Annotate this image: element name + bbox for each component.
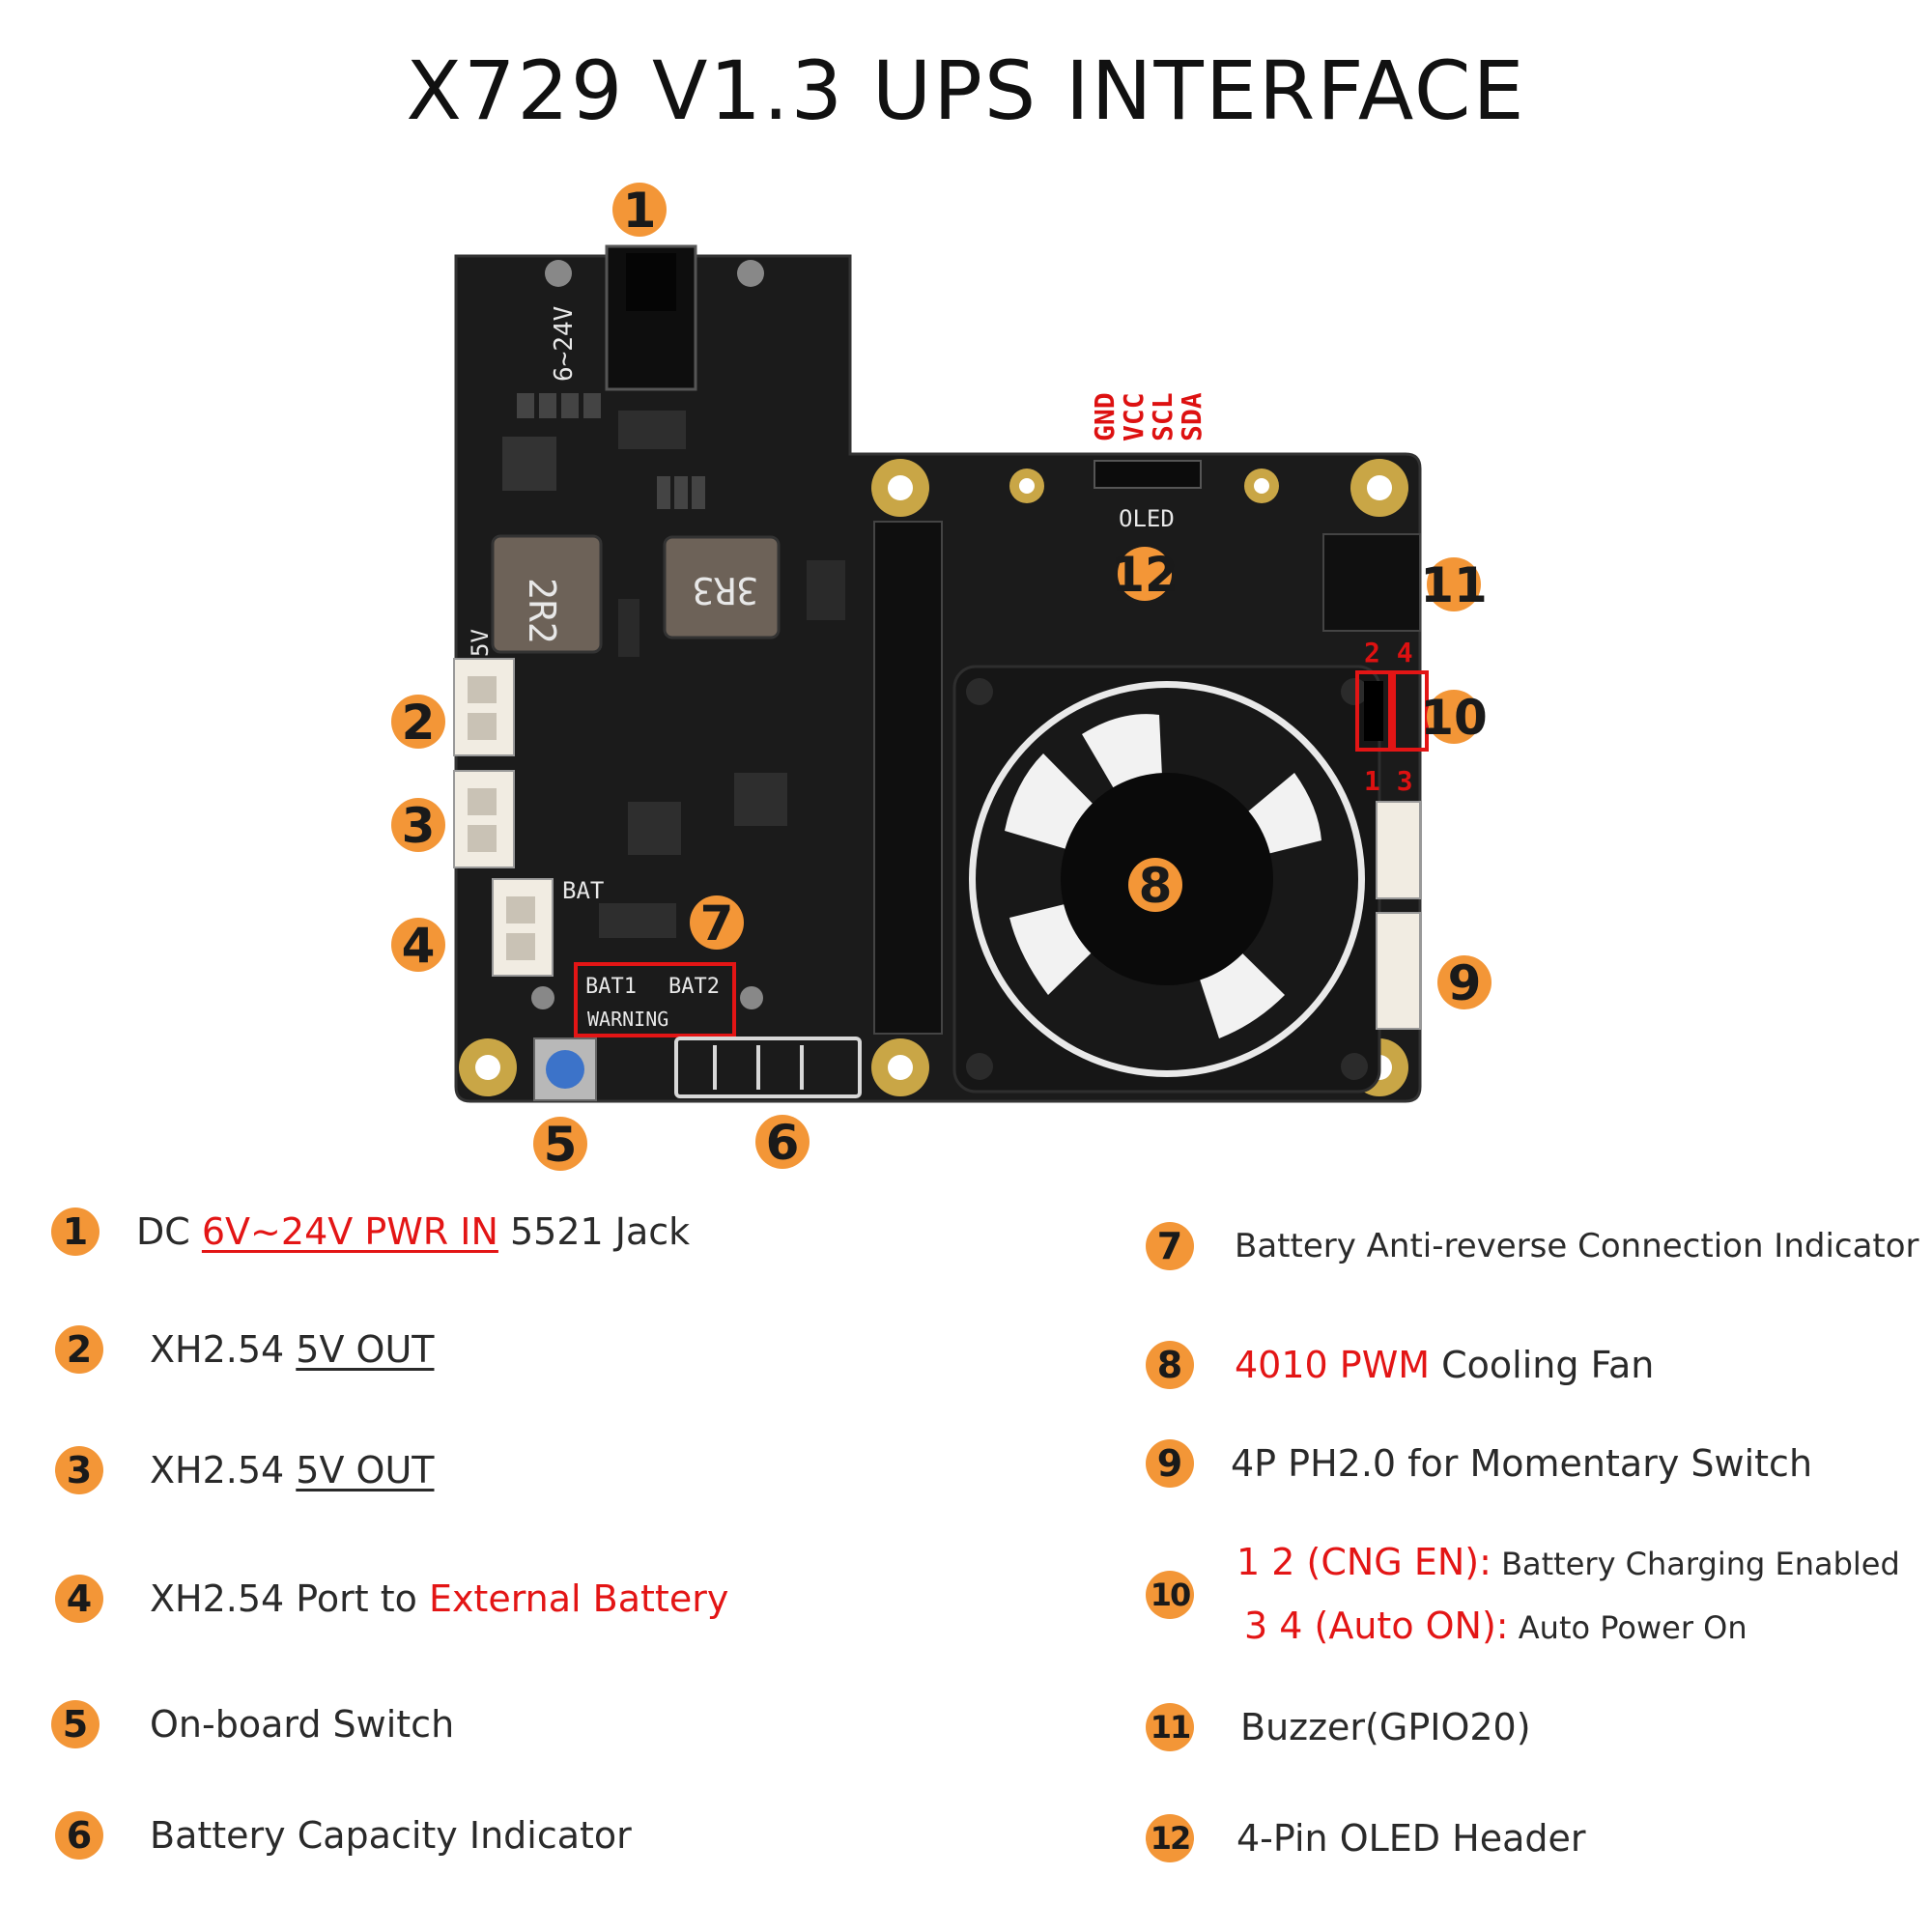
svg-text:10: 10: [1420, 690, 1488, 746]
svg-text:BAT2: BAT2: [668, 975, 720, 999]
legend-item-11: 11 Buzzer(GPIO20): [1146, 1703, 1531, 1751]
xh-connector-battery: [492, 878, 554, 977]
legend-item-10: 10 1 2 (CNG EN): Battery Charging Enable…: [1146, 1531, 1900, 1659]
svg-text:BAT1: BAT1: [585, 975, 637, 999]
xh-connector-5v-1: [453, 658, 515, 756]
svg-text:12: 12: [1111, 547, 1179, 603]
gpio-header: [873, 521, 943, 1035]
led-indicator: [674, 1037, 862, 1098]
callout-7: 7: [690, 895, 744, 952]
legend-badge-9: 9: [1146, 1439, 1194, 1488]
callout-5: 5: [533, 1117, 587, 1173]
xh-connector-5v-2: [453, 770, 515, 868]
callout-4: 4: [391, 918, 445, 974]
legend-badge-3: 3: [55, 1446, 103, 1494]
svg-text:7: 7: [700, 895, 734, 952]
legend-badge-1: 1: [51, 1208, 99, 1256]
svg-text:1 3: 1 3: [1364, 765, 1413, 797]
bat-warning-box: BAT1 BAT2 WARNING: [574, 962, 736, 1037]
smd-components: [502, 393, 845, 938]
vin-silk: 6~24V: [550, 306, 579, 382]
svg-text:4: 4: [402, 918, 436, 974]
inductor-2r2: 2R2: [491, 534, 603, 654]
legend-item-7: 7 Battery Anti-reverse Connection Indica…: [1146, 1222, 1919, 1270]
legend-badge-7: 7: [1146, 1222, 1194, 1270]
legend-badge-10: 10: [1146, 1571, 1194, 1619]
onboard-switch: [533, 1037, 597, 1101]
legend-badge-8: 8: [1146, 1341, 1194, 1389]
oled-pin-labels: GND VCC SCL SDA: [1089, 392, 1208, 441]
callout-2: 2: [391, 695, 445, 751]
svg-text:5: 5: [544, 1117, 578, 1173]
board-diagram: 6~24V 2R2 3R3 5V BAT BAT: [391, 183, 1492, 1173]
jumper-block: 2 4 1 3: [1355, 637, 1429, 797]
oled-header: OLED: [1094, 460, 1202, 532]
legend-item-3: 3 XH2.54 5V OUT: [55, 1446, 434, 1494]
callout-3: 3: [391, 798, 445, 854]
svg-text:8: 8: [1139, 858, 1173, 914]
callout-8: 8: [1128, 858, 1182, 914]
buzzer: [1322, 533, 1421, 632]
svg-text:2R2: 2R2: [521, 578, 563, 644]
callout-12: 12: [1111, 547, 1179, 603]
svg-text:SCL: SCL: [1147, 392, 1179, 441]
legend-item-4: 4 XH2.54 Port to External Battery: [55, 1575, 728, 1623]
svg-text:1: 1: [623, 183, 657, 239]
cooling-fan: [952, 665, 1381, 1094]
svg-text:3: 3: [402, 798, 436, 854]
five-v-silk: 5V: [467, 629, 494, 657]
legend-item-12: 12 4-Pin OLED Header: [1146, 1814, 1585, 1862]
svg-text:GND: GND: [1089, 392, 1121, 441]
svg-text:VCC: VCC: [1118, 392, 1150, 441]
callout-11: 11: [1420, 557, 1488, 613]
svg-text:2: 2: [402, 695, 436, 751]
bat-silk: BAT: [562, 877, 604, 904]
fan-connector: [1376, 801, 1421, 899]
legend-item-9: 9 4P PH2.0 for Momentary Switch: [1146, 1439, 1812, 1488]
page-title: X729 V1.3 UPS INTERFACE: [406, 43, 1526, 138]
callout-badges: 1 2 3 4 5 6 7 8 9 10 11 12: [391, 183, 1492, 1173]
legend-item-1: 1 DC 6V~24V PWR IN 5521 Jack: [51, 1208, 690, 1256]
dc-jack: [605, 244, 697, 391]
svg-text:WARNING: WARNING: [587, 1008, 668, 1031]
svg-text:OLED: OLED: [1119, 505, 1175, 532]
svg-text:9: 9: [1448, 955, 1482, 1011]
callout-10: 10: [1420, 690, 1488, 746]
ph2-connector: [1376, 912, 1421, 1030]
svg-text:11: 11: [1420, 557, 1488, 613]
legend-item-6: 6 Battery Capacity Indicator: [55, 1811, 632, 1860]
svg-text:2 4: 2 4: [1364, 637, 1413, 668]
legend-item-5: 5 On-board Switch: [51, 1700, 454, 1748]
callout-1: 1: [612, 183, 667, 239]
svg-text:6: 6: [766, 1115, 800, 1171]
callout-6: 6: [755, 1115, 810, 1171]
svg-text:3R3: 3R3: [692, 569, 758, 611]
legend-badge-2: 2: [55, 1325, 103, 1374]
legend-badge-5: 5: [51, 1700, 99, 1748]
legend-badge-12: 12: [1146, 1814, 1194, 1862]
legend-badge-11: 11: [1146, 1703, 1194, 1751]
legend-item-2: 2 XH2.54 5V OUT: [55, 1325, 434, 1374]
inductor-3r3: 3R3: [663, 535, 781, 639]
callout-9: 9: [1437, 955, 1492, 1011]
svg-text:SDA: SDA: [1176, 392, 1208, 441]
legend-badge-4: 4: [55, 1575, 103, 1623]
legend-item-8: 8 4010 PWM Cooling Fan: [1146, 1341, 1654, 1389]
legend-badge-6: 6: [55, 1811, 103, 1860]
